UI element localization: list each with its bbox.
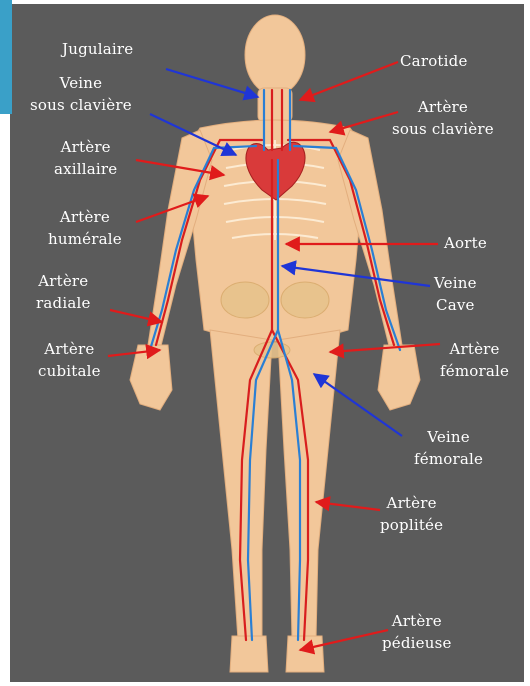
label-artere-radiale-line1: Artère [36,270,91,292]
label-artere-radiale: Artère radiale [36,270,91,314]
label-veine-femorale: Veine fémorale [414,426,483,470]
label-artere-femorale: Artère fémorale [440,338,509,382]
label-aorte: Aorte [444,232,487,254]
arrow-jugulaire [166,69,258,97]
label-artere-pedieuse: Artère pédieuse [382,610,452,654]
label-artere-cubitale-line1: Artère [38,338,101,360]
label-carotide: Carotide [400,50,468,72]
label-artere-pedieuse-line1: Artère [382,610,452,632]
label-artere-sous-claviere: Artère sous clavière [392,96,494,140]
label-veine-cave-line2: Cave [434,294,477,316]
arrow-carotide [300,62,398,100]
label-artere-axillaire-line1: Artère [54,136,117,158]
label-artere-sous-claviere-line1: Artère [392,96,494,118]
label-veine-cave-line1: Veine [434,272,477,294]
label-jugulaire-line1: Jugulaire [62,38,133,60]
label-artere-radiale-line2: radiale [36,292,91,314]
label-veine-femorale-line2: fémorale [414,448,483,470]
label-veine-sous-claviere-line2: sous clavière [30,94,132,116]
label-artere-cubitale: Artère cubitale [38,338,101,382]
label-veine-sous-claviere-line1: Veine [30,72,132,94]
label-artere-axillaire-line2: axillaire [54,158,117,180]
label-jugulaire: Jugulaire [62,38,133,60]
label-carotide-line1: Carotide [400,50,468,72]
label-aorte-line1: Aorte [444,232,487,254]
label-veine-cave: Veine Cave [434,272,477,316]
label-artere-humerale-line1: Artère [48,206,122,228]
label-artere-humerale-line2: humérale [48,228,122,250]
label-artere-pedieuse-line2: pédieuse [382,632,452,654]
label-artere-poplitee-line1: Artère [380,492,443,514]
label-artere-poplitee: Artère poplitée [380,492,443,536]
label-artere-humerale: Artère humérale [48,206,122,250]
label-artere-femorale-line1: Artère [440,338,509,360]
label-artere-poplitee-line2: poplitée [380,514,443,536]
label-veine-femorale-line1: Veine [414,426,483,448]
label-artere-femorale-line2: fémorale [440,360,509,382]
label-artere-axillaire: Artère axillaire [54,136,117,180]
arrow-artere-sous-claviere [330,112,398,132]
label-veine-sous-claviere: Veine sous clavière [30,72,132,116]
arrow-artere-poplitee [316,502,380,510]
label-artere-sous-claviere-line2: sous clavière [392,118,494,140]
label-artere-cubitale-line2: cubitale [38,360,101,382]
